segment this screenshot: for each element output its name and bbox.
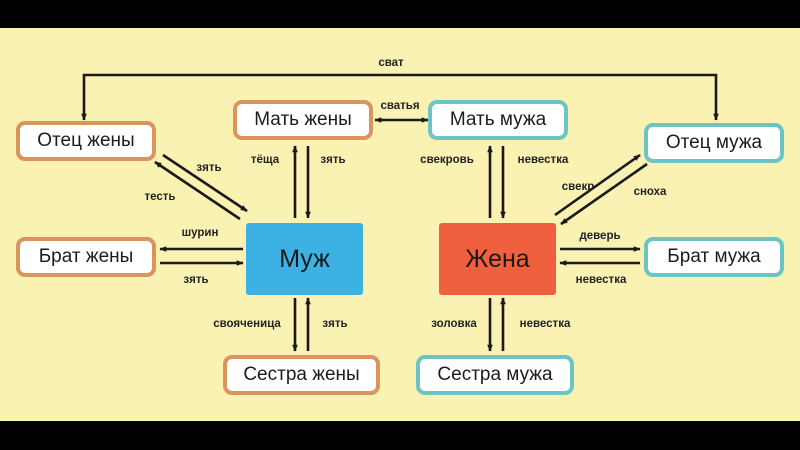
test-arrow [154,160,241,221]
zyat-arrow-father [162,153,248,213]
wifes-brother-node: Брат жены [16,237,156,277]
connector-arrows [81,73,719,352]
snokha-arrow [560,162,648,226]
svekr-arrow [554,153,641,217]
husband-node: Муж [246,223,363,295]
label-zolovka: золовка [431,318,477,330]
husbands-brother-node: Брат мужа [644,237,784,277]
husbands-father-node: Отец мужа [644,123,784,163]
husbands-mother-node: Мать мужа [428,100,568,140]
label-nevestka-mother: невестка [517,154,569,166]
label-dever: деверь [579,230,621,242]
label-snokha: сноха [633,186,667,198]
family-relations-diagram: Отец жены Мать жены Мать мужа Отец мужа … [0,28,800,421]
label-svekrov: свекровь [420,154,474,166]
label-zyat-mother: зять [320,154,346,166]
wifes-father-node: Отец жены [16,121,156,161]
label-nevestka-sister: невестка [519,318,571,330]
wife-node: Жена [439,223,556,295]
wifes-sister-node: Сестра жены [223,355,380,395]
label-svat: сват [378,57,404,69]
label-svekr: свекр [561,181,595,193]
label-zyat-sister: зять [322,318,348,330]
svat-connector [81,73,719,121]
label-zyat-father: зять [196,162,222,174]
label-svatya: сватья [380,100,420,112]
label-svoyachnitsa: свояченица [213,318,281,330]
label-shurin: шурин [181,227,219,239]
label-tyoshcha: тёща [250,154,280,166]
wifes-mother-node: Мать жены [233,100,373,140]
label-zyat-brother: зять [183,274,209,286]
husbands-sister-node: Сестра мужа [416,355,574,395]
label-nevestka-brother: невестка [575,274,627,286]
label-test: тесть [144,191,176,203]
